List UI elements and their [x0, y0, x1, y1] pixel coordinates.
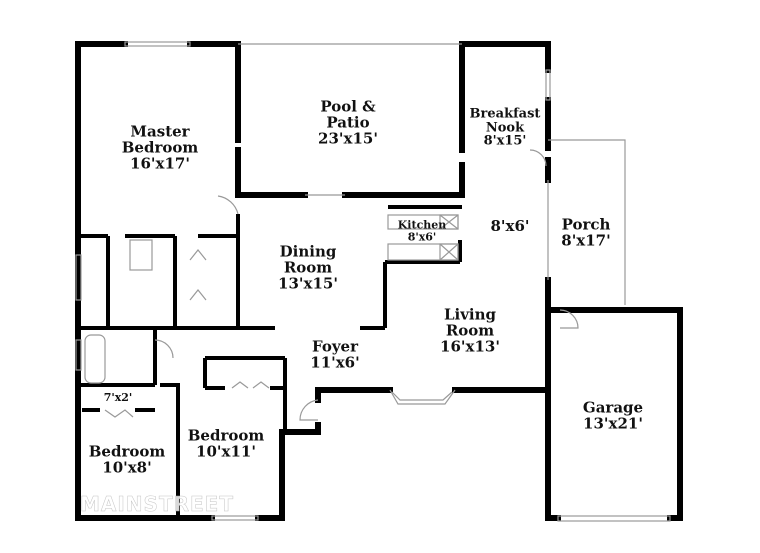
room-name: Bedroom	[88, 442, 166, 461]
room-name: Nook	[485, 120, 525, 136]
windows-and-thin-lines	[75, 41, 671, 522]
room-label-closet: 7'x2'	[104, 392, 133, 404]
room-label-hall: 8'x6'	[490, 217, 530, 236]
room-dims: 10'x8'	[102, 458, 152, 476]
room-label-master-bedroom: Master Bedroom 16'x17'	[122, 124, 199, 171]
watermark: MAINSTREET	[80, 492, 234, 517]
room-name: Room	[283, 258, 333, 277]
room-name: Garage	[582, 398, 644, 417]
room-label-bedroom-3: Bedroom 10'x11'	[187, 426, 265, 460]
room-dims: 8'x15'	[483, 133, 527, 149]
room-dims: 13'x15'	[278, 273, 338, 292]
room-dims: 13'x21'	[583, 414, 643, 432]
room-name: Patio	[326, 113, 370, 132]
room-name: Living	[443, 305, 497, 324]
interior-walls	[78, 205, 462, 518]
room-dims: 8'x6'	[490, 217, 530, 236]
room-name: Breakfast	[469, 106, 541, 122]
room-label-breakfast-nook: Breakfast Nook 8'x15'	[469, 106, 541, 149]
room-dims: 23'x15'	[318, 128, 378, 147]
room-name: Dining	[279, 242, 337, 261]
room-name: Room	[445, 321, 495, 340]
room-label-garage: Garage 13'x21'	[582, 398, 644, 432]
room-dims: 16'x17'	[130, 153, 190, 172]
room-label-dining-room: Dining Room 13'x15'	[278, 244, 338, 291]
room-label-foyer: Foyer 11'x6'	[310, 337, 360, 371]
exterior-walls	[75, 41, 683, 521]
room-name: Bedroom	[121, 138, 199, 157]
room-name: Bedroom	[187, 426, 265, 445]
room-label-pool-patio: Pool & Patio 23'x15'	[318, 99, 378, 146]
room-dims: 16'x13'	[440, 336, 500, 355]
room-name: Kitchen	[397, 218, 447, 232]
room-label-kitchen: Kitchen 8'x6'	[398, 219, 447, 242]
room-label-living-room: Living Room 16'x13'	[440, 307, 500, 354]
room-dims: 8'x17'	[561, 231, 611, 249]
room-dims: 8'x6'	[407, 230, 437, 243]
room-name: Pool &	[320, 97, 376, 116]
room-name: Porch	[561, 215, 611, 234]
room-label-porch: Porch 8'x17'	[561, 215, 611, 249]
room-dims: 10'x11'	[196, 442, 256, 460]
room-dims: 11'x6'	[310, 353, 360, 371]
room-dims: 7'x2'	[103, 391, 133, 405]
room-label-bedroom-2: Bedroom 10'x8'	[88, 442, 166, 476]
room-name: Master	[130, 122, 190, 141]
room-name: Foyer	[311, 337, 358, 356]
